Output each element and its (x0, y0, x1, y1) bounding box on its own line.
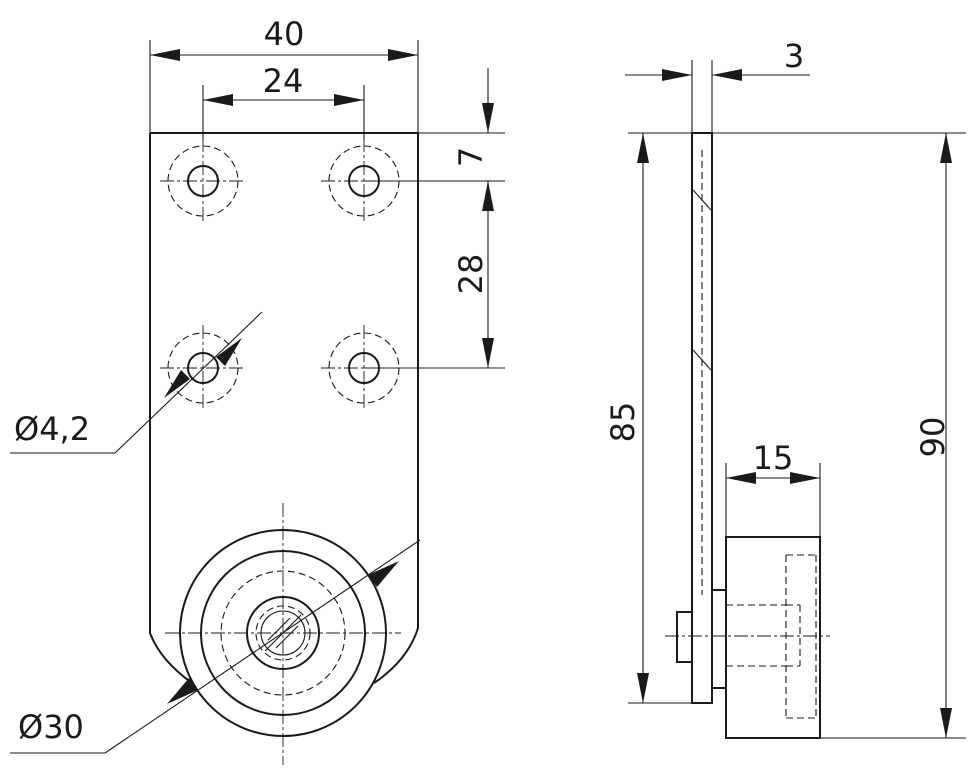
mounting-hole-top-left (160, 138, 246, 224)
dim-label-plate-thickness: 3 (784, 37, 804, 75)
roller-front (165, 503, 401, 765)
dim-label-roller-width: 15 (753, 439, 794, 477)
dim-label-overall-height: 90 (914, 417, 952, 458)
dim-hole-spacing-horizontal: 24 (202, 62, 365, 140)
dim-top-to-hole: 7 (452, 68, 494, 215)
leader-roller-diameter: Ø30 (10, 539, 421, 754)
axle-spacer (711, 589, 727, 689)
dim-label-hole-diameter: Ø4,2 (14, 410, 90, 448)
leader-hole-diameter: Ø4,2 (10, 311, 263, 454)
front-view: 40 24 7 28 (10, 15, 505, 765)
dim-plate-thickness: 3 (625, 37, 810, 133)
dim-roller-width: 15 (725, 439, 821, 537)
side-view: 3 85 15 90 (604, 37, 966, 739)
dim-overall-width: 40 (149, 15, 419, 133)
dim-overall-height: 90 (712, 132, 966, 739)
roller-side (665, 536, 830, 739)
dim-label-roller-diameter: Ø30 (18, 708, 84, 746)
dim-label-hole-spacing-vertical: 28 (452, 254, 490, 295)
dim-hole-spacing-vertical: 28 (452, 215, 494, 368)
dim-label-top-to-hole: 7 (452, 147, 490, 167)
plate-outline (149, 132, 419, 684)
dim-label-plate-height: 85 (604, 402, 642, 443)
plate-side (691, 132, 713, 704)
axle-head (676, 611, 693, 663)
dim-label-hole-spacing-horizontal: 24 (263, 62, 304, 100)
dim-plate-height: 85 (604, 132, 692, 704)
dim-label-overall-width: 40 (264, 15, 305, 53)
